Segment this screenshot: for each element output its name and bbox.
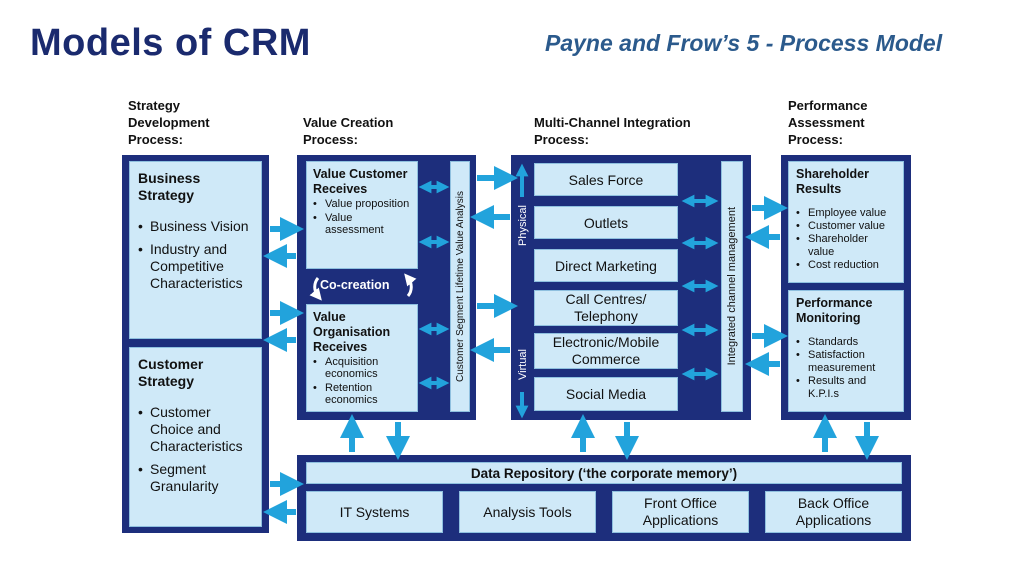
- value-customer-heading: Value Customer Receives: [313, 167, 408, 196]
- results-kpis-item: Results and K.P.I.s: [796, 375, 896, 401]
- repo-back-office: Back Office Applications: [765, 491, 902, 533]
- value-proposition-item: Value proposition: [313, 198, 411, 210]
- value-organisation-receives-box: Value Organisation Receives Acquisition …: [306, 304, 418, 412]
- customer-strategy-box: Customer Strategy Customer Choice and Ch…: [129, 347, 262, 527]
- customer-strategy-heading: Customer Strategy: [138, 356, 204, 389]
- co-creation-arrow-left: [309, 277, 322, 301]
- data-repository-heading: Data Repository (‘the corporate memory’): [306, 462, 902, 484]
- channel-call-centres: Call Centres/ Telephony: [534, 290, 678, 326]
- heading-value-creation: Value Creation Process:: [303, 115, 394, 147]
- retention-economics-item: Retention economics: [313, 382, 411, 406]
- channel-outlets: Outlets: [534, 206, 678, 239]
- heading-multi-channel: Multi-Channel Integration Process:: [534, 115, 691, 147]
- heading-performance-assessment: Performance Assessment Process:: [788, 98, 868, 147]
- standards-item: Standards: [796, 336, 896, 349]
- repo-it-systems: IT Systems: [306, 491, 443, 533]
- performance-monitoring-box: Performance Monitoring Standards Satisfa…: [788, 290, 904, 412]
- satisfaction-measurement-item: Satisfaction measurement: [796, 349, 896, 375]
- channel-direct-marketing: Direct Marketing: [534, 249, 678, 282]
- cost-reduction-item: Cost reduction: [796, 259, 896, 272]
- business-vision-item: Business Vision: [138, 218, 253, 235]
- business-strategy-box: Business Strategy Business Vision Indust…: [129, 161, 262, 339]
- heading-strategy-development: Strategy Development Process:: [128, 98, 210, 147]
- shareholder-results-heading: Shareholder Results: [796, 167, 869, 196]
- value-customer-receives-box: Value Customer Receives Value propositio…: [306, 161, 418, 269]
- page-subtitle: Payne and Frow’s 5 - Process Model: [545, 30, 943, 56]
- repo-front-office: Front Office Applications: [612, 491, 749, 533]
- employee-value-item: Employee value: [796, 207, 896, 220]
- channel-social-media: Social Media: [534, 377, 678, 411]
- channel-sales-force: Sales Force: [534, 163, 678, 196]
- customer-value-item: Customer value: [796, 220, 896, 233]
- shareholder-value-item: Shareholder value: [796, 233, 896, 259]
- repo-analysis-tools: Analysis Tools: [459, 491, 596, 533]
- co-creation-arrow-right: [404, 273, 417, 297]
- acquisition-economics-item: Acquisition economics: [313, 356, 411, 380]
- performance-monitoring-heading: Performance Monitoring: [796, 296, 873, 325]
- industry-characteristics-item: Industry and Competitive Characteristics: [138, 241, 253, 292]
- segment-granularity-item: Segment Granularity: [138, 461, 253, 495]
- business-strategy-heading: Business Strategy: [138, 170, 201, 203]
- page-title: Models of CRM: [30, 22, 311, 64]
- value-organisation-heading: Value Organisation Receives: [313, 310, 391, 354]
- co-creation-label: Co-creation: [320, 278, 390, 292]
- channel-electronic-mobile: Electronic/Mobile Commerce: [534, 333, 678, 369]
- customer-choice-item: Customer Choice and Characteristics: [138, 404, 253, 455]
- cslv-analysis-box: Customer Segment Lifetime Value Analysis: [450, 161, 470, 412]
- value-assessment-item: Value assessment: [313, 212, 411, 236]
- integrated-channel-mgmt-box: Integrated channel management: [721, 161, 743, 412]
- shareholder-results-box: Shareholder Results Employee value Custo…: [788, 161, 904, 283]
